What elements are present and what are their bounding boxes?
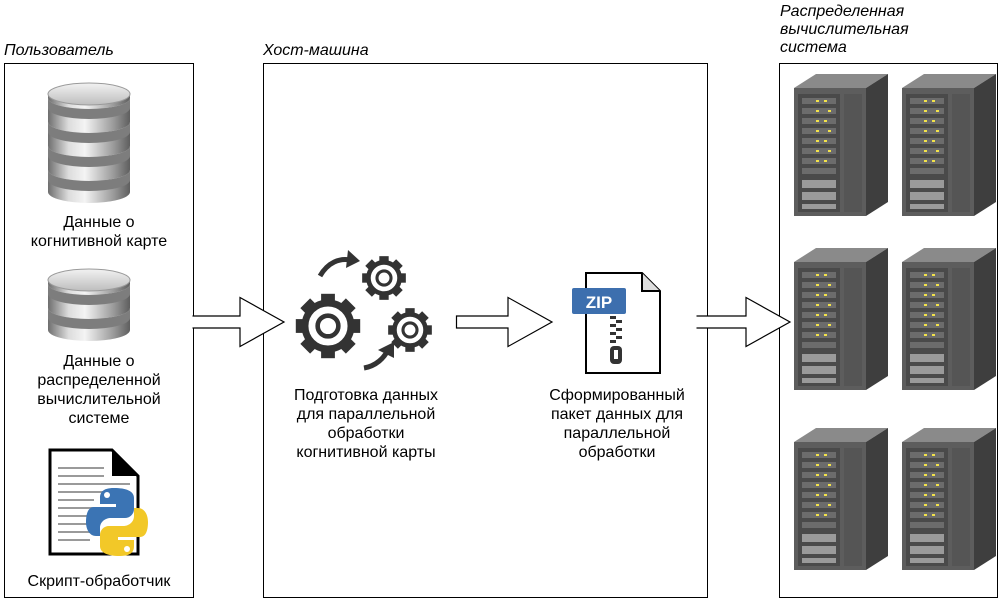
script-handler-label: Скрипт-обработчик — [27, 573, 171, 590]
cluster-panel-title: Распределенная вычислительная система — [780, 3, 909, 56]
server-rack-icon — [794, 248, 888, 390]
arrow-icon — [696, 296, 792, 348]
user-panel-title: Пользователь — [4, 42, 114, 59]
zip-file-icon: ZIP — [572, 272, 661, 374]
arrow-icon — [192, 296, 286, 348]
server-rack-icon — [902, 428, 996, 570]
server-rack-icon — [902, 74, 996, 216]
server-rack-icon — [794, 74, 888, 216]
arrow-icon — [455, 296, 554, 348]
data-preparation-label: Подготовка данных для параллельной обраб… — [293, 387, 439, 461]
database-icon — [47, 82, 131, 203]
data-package-label: Сформированный пакет данных для параллел… — [549, 387, 685, 461]
distributed-system-data-label: Данные о распределенной вычислительной с… — [37, 353, 161, 427]
cognitive-map-data-label: Данные о когнитивной карте — [30, 214, 168, 250]
host-panel-title: Хост-машина — [263, 42, 369, 59]
database-icon — [47, 268, 131, 341]
server-rack-icon — [902, 248, 996, 390]
gears-icon — [292, 250, 442, 371]
zip-badge-text: ZIP — [586, 293, 612, 312]
python-script-icon — [48, 448, 148, 556]
server-rack-icon — [794, 428, 888, 570]
